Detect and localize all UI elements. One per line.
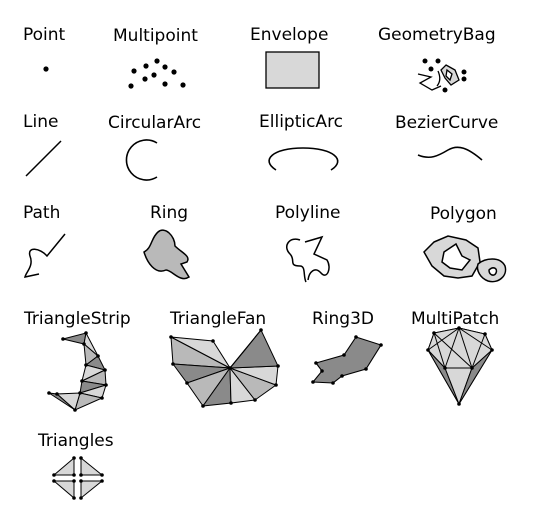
label-ring: Ring — [150, 203, 189, 223]
label-triangles: Triangles — [38, 431, 114, 451]
label-trianglestrip: TriangleStrip — [24, 309, 131, 329]
circular-arc-icon — [125, 139, 158, 181]
elliptic-arc-icon — [268, 147, 339, 171]
label-multipoint: Multipoint — [113, 26, 198, 46]
label-beziercurve: BezierCurve — [395, 113, 499, 133]
label-multipatch: MultiPatch — [411, 309, 500, 329]
polyline-icon — [286, 235, 330, 283]
ring3d-icon — [311, 335, 383, 385]
point-icon — [43, 66, 49, 72]
label-circulararc: CircularArc — [108, 113, 202, 133]
triangle-fan-icon — [169, 328, 280, 408]
label-path: Path — [23, 203, 61, 223]
label-trianglefan: TriangleFan — [170, 309, 267, 329]
label-point: Point — [23, 25, 66, 45]
line-icon — [25, 140, 62, 177]
label-envelope: Envelope — [250, 25, 329, 45]
bezier-curve-icon — [417, 146, 483, 161]
ring-icon — [143, 229, 191, 280]
label-line: Line — [23, 112, 59, 132]
multipoint-icon — [128, 58, 186, 89]
label-geometrybag: GeometryBag — [378, 25, 496, 45]
multipatch-icon — [426, 326, 494, 406]
triangles-icon — [52, 456, 104, 500]
geometry-bag-icon — [417, 58, 467, 93]
polygon-icon — [423, 235, 507, 283]
triangle-strip-icon — [47, 331, 108, 412]
envelope-icon — [265, 51, 320, 89]
label-polyline: Polyline — [275, 203, 341, 223]
label-ellipticarc: EllipticArc — [259, 112, 344, 132]
label-polygon: Polygon — [430, 204, 497, 224]
label-ring3d: Ring3D — [312, 309, 375, 329]
path-icon — [24, 233, 66, 278]
